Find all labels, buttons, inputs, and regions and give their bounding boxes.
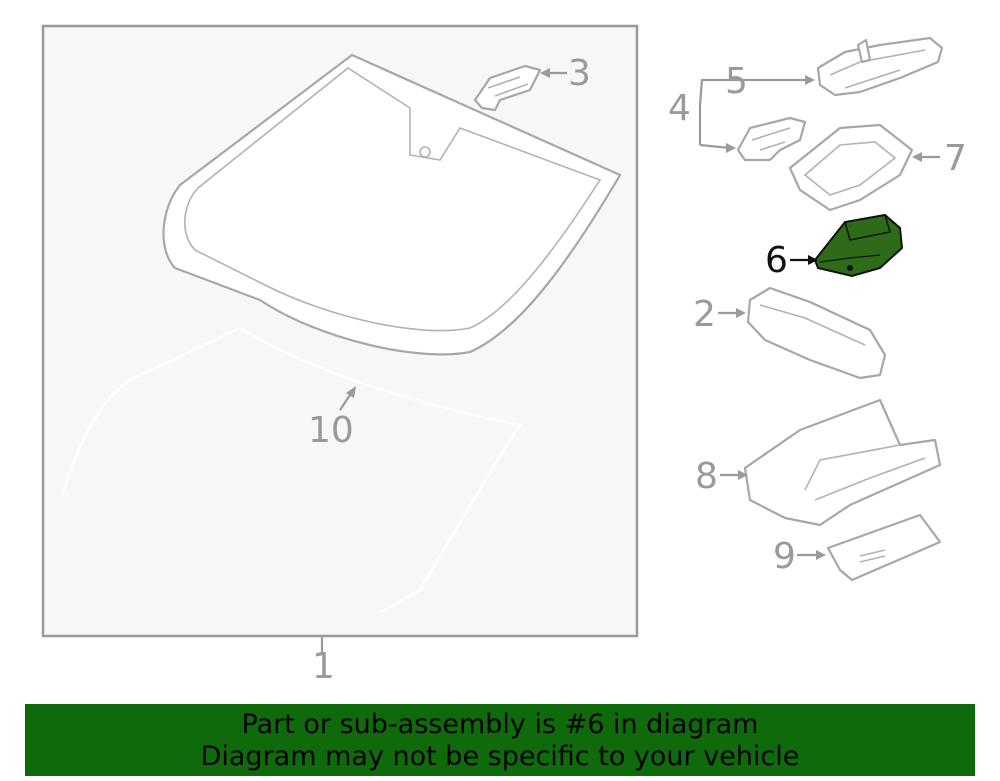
callout-7: 7	[944, 138, 967, 179]
callout-4: 4	[668, 88, 691, 129]
trim-cover-part-8[interactable]	[743, 398, 942, 527]
callout-8: 8	[695, 456, 718, 497]
camera-module-part-6[interactable]	[813, 213, 904, 278]
rear-view-mirror-part-2[interactable]	[746, 286, 887, 380]
banner-line-2: Diagram may not be specific to your vehi…	[200, 741, 800, 772]
leader-lines	[320, 68, 940, 652]
bracket-part-4[interactable]	[736, 116, 807, 162]
info-banner: Part or sub-assembly is #6 in diagram Di…	[25, 704, 975, 776]
bracket-part-3[interactable]	[473, 64, 542, 112]
callout-2: 2	[693, 294, 716, 335]
callout-9: 9	[773, 536, 796, 577]
callout-1: 1	[312, 646, 335, 687]
housing-part-7[interactable]	[788, 123, 914, 212]
cover-part-5[interactable]	[816, 36, 944, 97]
windshield-glass[interactable]	[162, 53, 622, 356]
callout-10: 10	[308, 410, 354, 451]
callout-6: 6	[765, 240, 788, 281]
callout-3: 3	[568, 53, 591, 94]
banner-line-1: Part or sub-assembly is #6 in diagram	[241, 709, 759, 740]
lower-cover-part-9[interactable]	[826, 513, 942, 582]
parts-diagram: 1 2 3 4 5 6 7 8 9 10	[41, 24, 967, 687]
windshield-molding[interactable]	[60, 326, 523, 614]
callout-5: 5	[725, 61, 748, 102]
